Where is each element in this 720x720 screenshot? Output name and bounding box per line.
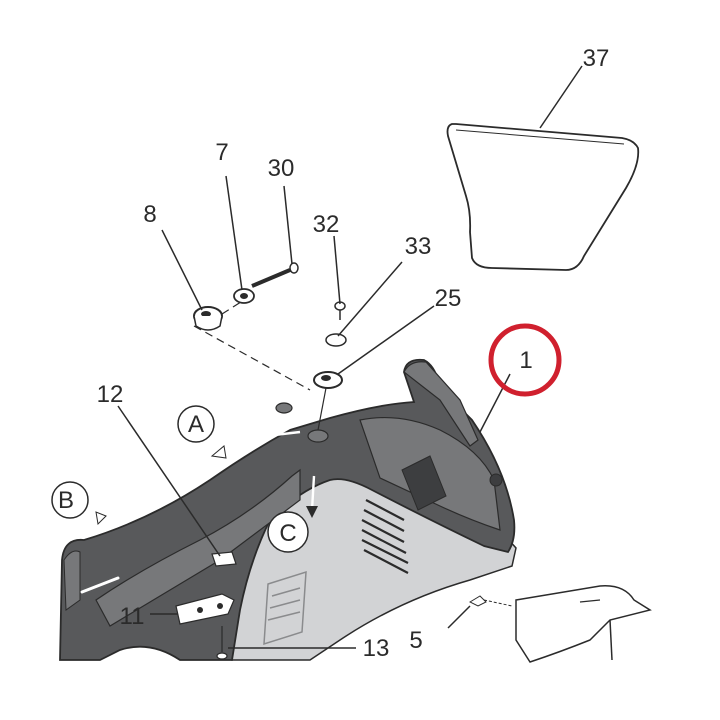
label-part-37: 37 bbox=[583, 45, 610, 72]
label-part-33: 33 bbox=[405, 233, 432, 260]
view-c-label: C bbox=[279, 520, 296, 547]
label-part-5: 5 bbox=[409, 627, 422, 654]
view-marker-b: B bbox=[51, 481, 89, 519]
part-37-cover-panel bbox=[446, 123, 640, 271]
part-5-lower-panel bbox=[468, 585, 652, 663]
label-part-11: 11 bbox=[120, 603, 145, 630]
part-1-frame-body bbox=[59, 358, 517, 661]
label-part-8: 8 bbox=[143, 201, 156, 228]
view-arrowheads bbox=[95, 445, 227, 526]
label-part-1: 1 bbox=[519, 347, 532, 374]
leader-lines bbox=[117, 65, 613, 661]
label-part-25: 25 bbox=[435, 285, 462, 312]
view-arrow-c-shaft bbox=[310, 475, 316, 511]
view-marker-c: C bbox=[267, 511, 309, 553]
label-part-30: 30 bbox=[268, 155, 295, 182]
assembly-lines bbox=[193, 299, 311, 391]
view-arrow-c-head bbox=[306, 506, 318, 518]
parts-11-12-13-brackets bbox=[175, 551, 237, 660]
label-part-12: 12 bbox=[97, 381, 124, 408]
view-b-label: B bbox=[58, 487, 74, 514]
label-part-32: 32 bbox=[313, 211, 340, 238]
fasteners-group bbox=[193, 262, 347, 431]
view-a-label: A bbox=[188, 411, 204, 438]
view-marker-a: A bbox=[177, 405, 215, 443]
label-part-7: 7 bbox=[215, 139, 228, 166]
highlight-circle bbox=[488, 323, 562, 397]
label-part-13: 13 bbox=[363, 635, 390, 662]
